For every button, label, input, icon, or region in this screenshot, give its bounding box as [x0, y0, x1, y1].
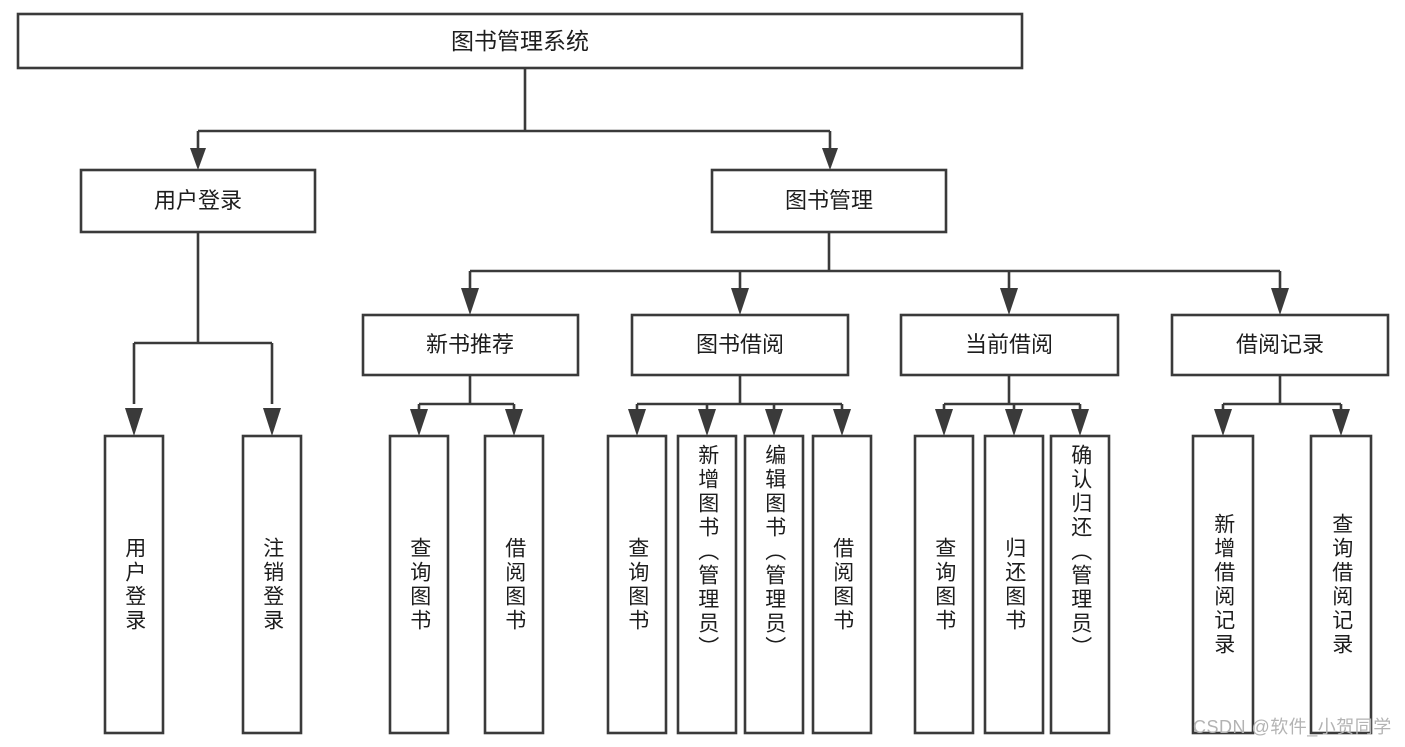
arrow-head-new-book-rec: [461, 288, 479, 315]
leaf-boxes-group: [103, 434, 1373, 735]
arrow-head-leaf-user-login: [125, 408, 143, 436]
arrow-head-leaf-query-book-c: [935, 409, 953, 436]
node-user-login[interactable]: 用户登录: [79, 168, 317, 234]
leaf-box-add-book[interactable]: [676, 434, 738, 735]
arrow-head-leaf-query-book-b: [628, 409, 646, 436]
arrow-head-book-mgmt: [822, 148, 838, 170]
arrow-head-leaf-borrow-book-a: [505, 409, 523, 436]
leaf-box-query-record[interactable]: [1309, 434, 1373, 735]
node-borrow-record[interactable]: 借阅记录: [1170, 313, 1390, 377]
node-current-borrow[interactable]: 当前借阅: [899, 313, 1120, 377]
connector-book-management-to-level3: [461, 232, 1289, 315]
connector-book-borrow-to-leaves: [628, 375, 851, 436]
connector-new-book-recommend-to-leaves: [410, 375, 523, 436]
leaf-box-confirm-return[interactable]: [1049, 434, 1111, 735]
node-new-book-recommend-box[interactable]: [361, 313, 580, 377]
leaf-box-query-book-c[interactable]: [913, 434, 975, 735]
node-book-management-box[interactable]: [710, 168, 948, 234]
connector-current-borrow-to-leaves: [935, 375, 1089, 436]
node-borrow-record-label: 借阅记录: [1236, 332, 1324, 357]
leaf-box-logout[interactable]: [241, 434, 303, 735]
arrow-head-current-borrow: [1000, 288, 1018, 315]
arrow-head-leaf-query-record: [1332, 409, 1350, 436]
csdn-watermark: CSDN @软件_小贺同学: [1193, 717, 1392, 737]
node-current-borrow-box[interactable]: [899, 313, 1120, 377]
leaf-box-query-book-b[interactable]: [606, 434, 668, 735]
arrow-head-user-login: [190, 148, 206, 170]
node-root[interactable]: 图书管理系统: [16, 12, 1024, 70]
leaf-box-add-record[interactable]: [1191, 434, 1255, 735]
arrow-head-leaf-edit-book: [765, 409, 783, 436]
node-user-login-label: 用户登录: [154, 188, 242, 213]
arrow-head-leaf-return-book: [1005, 409, 1023, 436]
node-book-management-label: 图书管理: [785, 188, 873, 213]
node-current-borrow-label: 当前借阅: [965, 332, 1053, 357]
connector-root-to-level2: [190, 68, 838, 170]
node-book-borrow-box[interactable]: [630, 313, 850, 377]
arrow-head-leaf-add-book: [698, 409, 716, 436]
node-root-label: 图书管理系统: [451, 28, 589, 54]
leaf-box-borrow-book-b[interactable]: [811, 434, 873, 735]
arrow-head-book-borrow: [731, 288, 749, 315]
leaf-box-query-book-a[interactable]: [388, 434, 450, 735]
leaf-box-edit-book[interactable]: [743, 434, 805, 735]
connector-borrow-record-to-leaves: [1214, 375, 1350, 436]
node-book-borrow-label: 图书借阅: [696, 332, 784, 357]
node-book-borrow[interactable]: 图书借阅: [630, 313, 850, 377]
node-borrow-record-box[interactable]: [1170, 313, 1390, 377]
arrow-head-leaf-add-record: [1214, 409, 1232, 436]
leaf-box-return-book[interactable]: [983, 434, 1045, 735]
arrow-head-leaf-confirm-return: [1071, 409, 1089, 436]
arrow-head-borrow-record: [1271, 288, 1289, 315]
leaf-box-user-login[interactable]: [103, 434, 165, 735]
arrow-head-leaf-logout: [263, 408, 281, 436]
node-root-box[interactable]: [16, 12, 1024, 70]
node-book-management[interactable]: 图书管理: [710, 168, 948, 234]
arrow-head-leaf-borrow-book-b: [833, 409, 851, 436]
arrow-head-leaf-query-book-a: [410, 409, 428, 436]
node-new-book-recommend-label: 新书推荐: [426, 332, 514, 357]
connector-user-login-to-leaves: [125, 232, 281, 436]
node-new-book-recommend[interactable]: 新书推荐: [361, 313, 580, 377]
leaf-box-borrow-book-a[interactable]: [483, 434, 545, 735]
